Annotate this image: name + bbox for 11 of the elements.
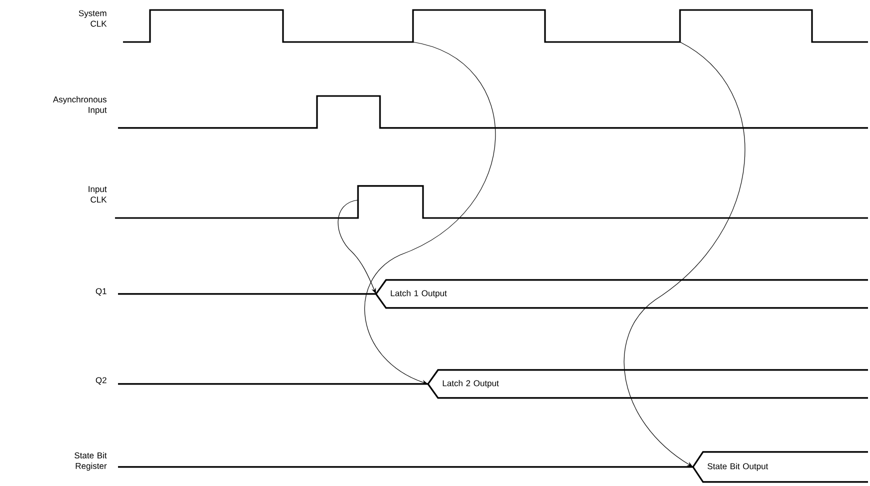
arrow (624, 42, 745, 467)
signal-name: State Bit Register (74, 452, 107, 471)
signal-name: Input CLK (88, 186, 107, 203)
bus-segment: Latch 2 Output (117, 369, 869, 399)
signal-name: Q1 (96, 288, 106, 296)
bus-segment: State Bit Output (117, 451, 869, 483)
signal-name: Asynchronous Input (52, 96, 107, 115)
bus-segment: Latch 1 Output (117, 279, 869, 309)
signal-name: Q2 (96, 377, 106, 385)
signal-name: System CLK (78, 10, 107, 27)
arrow (364, 42, 496, 384)
